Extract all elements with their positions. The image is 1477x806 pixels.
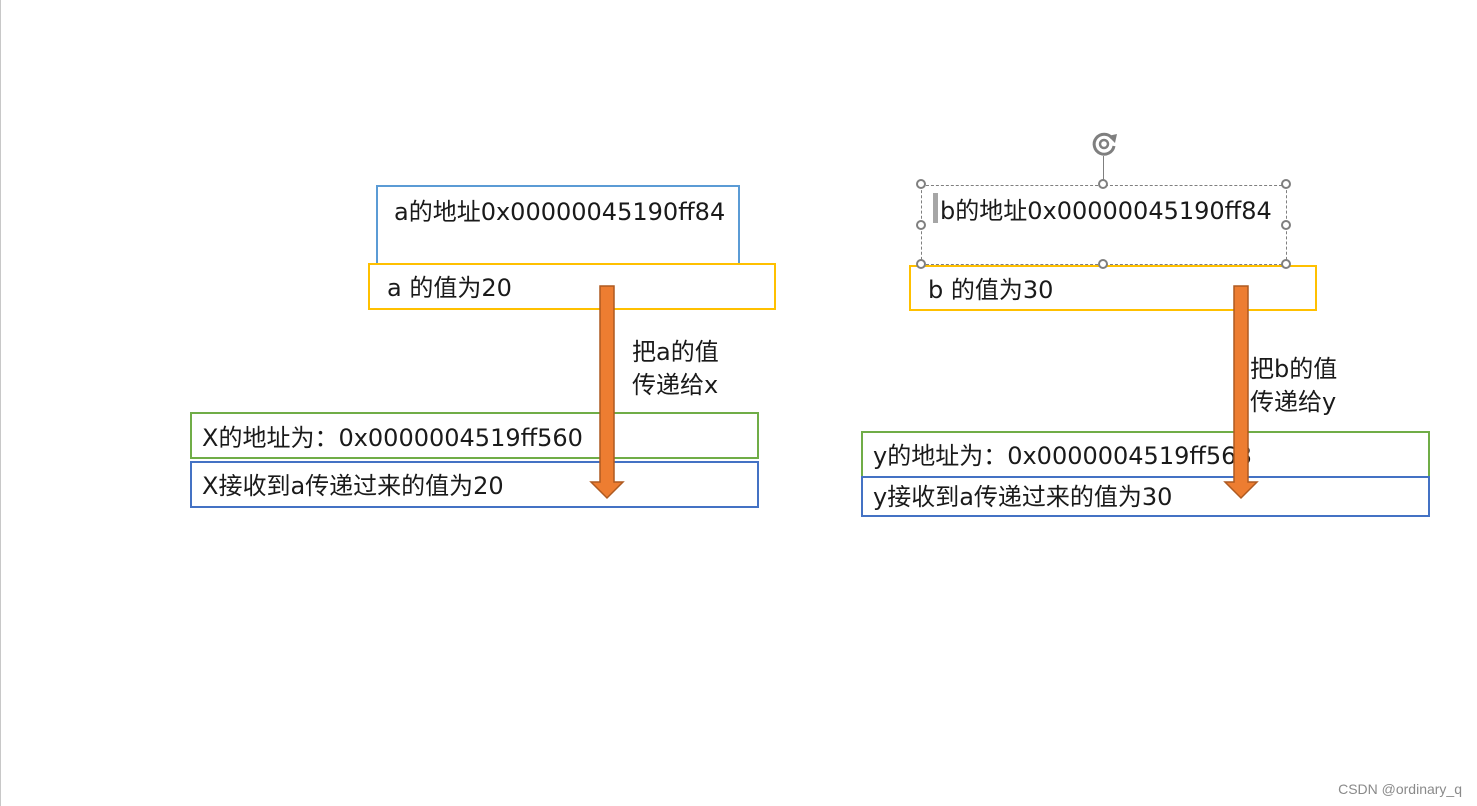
a-value-box[interactable]: a 的值为20	[368, 263, 776, 310]
resize-handle-middle-right[interactable]	[1281, 220, 1291, 230]
y-received-value-text: y接收到a传递过来的值为30	[873, 483, 1173, 511]
a-value-text: a 的值为20	[387, 274, 512, 302]
down-arrow-icon[interactable]	[589, 285, 626, 500]
rotate-icon[interactable]	[1090, 129, 1120, 159]
arrow-label-b-to-y: 把b的值 传递给y	[1250, 353, 1337, 419]
b-address-text[interactable]: b的地址0x00000045190ff84	[940, 197, 1272, 225]
b-value-text: b 的值为30	[928, 276, 1054, 304]
arrow-label-line-2: 传递给x	[632, 371, 719, 399]
resize-handle-bottom-left[interactable]	[916, 259, 926, 269]
slide-left-edge	[0, 0, 1, 806]
resize-handle-top-left[interactable]	[916, 179, 926, 189]
arrow-label-line-1: 把a的值	[632, 338, 719, 366]
x-received-value-box[interactable]: X接收到a传递过来的值为20	[190, 461, 759, 508]
rotate-handle-stem	[1103, 156, 1104, 185]
resize-handle-top-right[interactable]	[1281, 179, 1291, 189]
arrow-label-line-1: 把b的值	[1250, 355, 1338, 383]
resize-handle-bottom-middle[interactable]	[1098, 259, 1108, 269]
arrow-label-line-2: 传递给y	[1250, 388, 1337, 416]
resize-handle-middle-left[interactable]	[916, 220, 926, 230]
x-address-text: X的地址为：0x0000004519ff560	[202, 424, 583, 452]
x-address-box[interactable]: X的地址为：0x0000004519ff560	[190, 412, 759, 459]
csdn-watermark: CSDN @ordinary_q	[1338, 781, 1462, 797]
a-address-box[interactable]: a的地址0x00000045190ff84	[376, 185, 740, 265]
x-received-value-text: X接收到a传递过来的值为20	[202, 472, 504, 500]
resize-handle-top-middle[interactable]	[1098, 179, 1108, 189]
arrow-label-a-to-x: 把a的值 传递给x	[632, 336, 719, 402]
y-address-text: y的地址为：0x0000004519ff568	[873, 442, 1252, 470]
b-value-box[interactable]: b 的值为30	[909, 265, 1317, 311]
a-address-text: a的地址0x00000045190ff84	[394, 198, 726, 226]
b-address-box-selected[interactable]: b的地址0x00000045190ff84	[921, 185, 1287, 265]
text-cursor	[933, 193, 938, 223]
down-arrow-icon[interactable]	[1223, 285, 1260, 500]
y-received-value-box[interactable]: y接收到a传递过来的值为30	[861, 476, 1430, 517]
resize-handle-bottom-right[interactable]	[1281, 259, 1291, 269]
y-address-box[interactable]: y的地址为：0x0000004519ff568	[861, 431, 1430, 478]
